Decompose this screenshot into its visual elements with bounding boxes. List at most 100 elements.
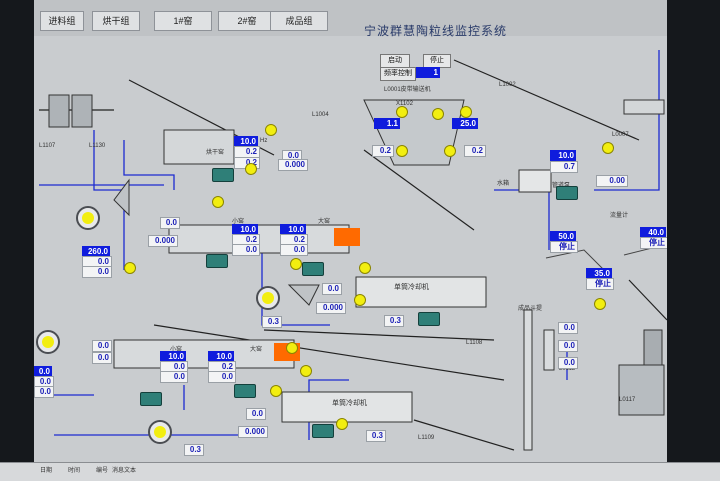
status-led	[460, 106, 472, 118]
fan-icon[interactable]	[76, 206, 100, 230]
product-amp-c: 0.0	[558, 357, 578, 369]
flow-value: 0.00	[596, 175, 628, 187]
kiln1-small-v2: 0.0	[232, 244, 260, 256]
product-a-status: 停止	[550, 241, 578, 253]
status-led	[124, 262, 136, 274]
fan-bottom-amp-2: 0.3	[184, 444, 204, 456]
kiln2-big-freq: 10.0	[208, 351, 234, 362]
status-led	[396, 145, 408, 157]
cooler2-label: 单筒冷却机	[332, 400, 367, 407]
status-led	[354, 294, 366, 306]
crusher-right-value: 25.0	[452, 118, 478, 129]
water-tank-label: 水箱	[497, 181, 510, 187]
motor	[234, 384, 256, 398]
fan-icon[interactable]	[36, 330, 60, 354]
kiln1-fan-top-pressure: 0.000	[148, 235, 178, 247]
product-c-status: 停止	[640, 237, 667, 249]
tab-kiln-2[interactable]: 2#窑	[218, 11, 276, 31]
status-led	[290, 258, 302, 270]
elevator-label: 成品斗提	[518, 306, 543, 312]
dryer-fan-pressure: 0.000	[278, 159, 308, 171]
tab-feed[interactable]: 进料组	[40, 11, 84, 31]
freq-control-value[interactable]: 1	[416, 67, 440, 78]
top-bar: 进料组 烘干组 1#窑 2#窑 成品组 宁波群慧陶粒线监控系统	[34, 0, 667, 38]
status-col-date: 日期	[40, 468, 53, 474]
start-button[interactable]: 启动	[380, 54, 410, 68]
cooler1-amp: 0.3	[384, 315, 404, 327]
flow-meter-label: 流量计	[610, 213, 629, 219]
feeder-label: L0001皮带输送机	[384, 87, 431, 93]
fan-icon[interactable]	[148, 420, 172, 444]
line-l1107: L1107	[39, 143, 56, 149]
status-led	[336, 418, 348, 430]
cooler1-v1: 0.0	[322, 283, 342, 295]
tab-dryer[interactable]: 烘干组	[92, 11, 140, 31]
status-led	[286, 342, 298, 354]
status-col-time: 时间	[68, 468, 81, 474]
crusher-right-amp: 0.2	[464, 145, 486, 157]
pump-amp: 0.7	[550, 161, 578, 173]
page-title: 宁波群慧陶粒线监控系统	[364, 24, 508, 38]
fan-bottom-amp-1: 0.3	[262, 316, 282, 328]
kiln1-fan-left-b: 0.0	[82, 266, 112, 278]
product-amp-b: 0.0	[558, 340, 578, 352]
motor	[206, 254, 228, 268]
product-b-value: 35.0	[586, 268, 612, 279]
product-amp-a: 0.0	[558, 322, 578, 334]
motor	[556, 186, 578, 200]
tab-kiln-1[interactable]: 1#窑	[154, 11, 212, 31]
line-l0117: L0117	[619, 397, 636, 403]
kiln2-small-freq: 10.0	[160, 351, 186, 362]
motor	[312, 424, 334, 438]
kiln1-small-label: 小窑	[232, 219, 245, 225]
hmi-screen: 进料组 烘干组 1#窑 2#窑 成品组 宁波群慧陶粒线监控系统	[34, 0, 667, 462]
line-l1130: L1130	[89, 143, 106, 149]
kiln2-small-v2: 0.0	[160, 371, 188, 383]
status-led	[594, 298, 606, 310]
kiln2-big-label: 大窑	[250, 347, 263, 353]
line-l1108: L1108	[466, 340, 483, 346]
status-led	[432, 108, 444, 120]
kiln1-fan-top: 0.0	[160, 217, 180, 229]
motor	[140, 392, 162, 406]
kiln2-fan-b: 0.0	[92, 352, 112, 364]
cooler2-v1: 0.0	[246, 408, 266, 420]
kiln2-fan-a: 0.0	[92, 340, 112, 352]
cooler2-v2: 0.000	[238, 426, 268, 438]
crusher-left-value: 1.1	[374, 118, 400, 129]
cooler2-amp: 0.3	[366, 430, 386, 442]
kiln2-big-v2: 0.0	[208, 371, 236, 383]
status-led	[300, 365, 312, 377]
line-l1109: L1109	[418, 435, 435, 441]
crusher-left-amp: 0.2	[372, 145, 394, 157]
message-status-bar: 日期 时间 编号 消息文本	[0, 462, 720, 481]
kiln1-big-freq: 10.0	[280, 224, 306, 235]
fan-icon[interactable]	[256, 286, 280, 310]
motor	[302, 262, 324, 276]
kiln1-big-v2: 0.0	[280, 244, 308, 256]
status-led	[359, 262, 371, 274]
motor	[418, 312, 440, 326]
cooler1-v2: 0.000	[316, 302, 346, 314]
line-x1102: X1102	[396, 101, 413, 107]
status-led	[396, 106, 408, 118]
kiln1-small-freq: 10.0	[232, 224, 258, 235]
status-led	[444, 145, 456, 157]
stop-button[interactable]: 停止	[423, 54, 451, 68]
kiln1-fan-left: 260.0	[82, 246, 110, 257]
status-led	[245, 163, 257, 175]
line-l1004: L1004	[312, 112, 329, 118]
status-led	[602, 142, 614, 154]
freq-control-label: 频率控制	[380, 67, 416, 81]
line-l1002: L1002	[499, 82, 516, 88]
line-l0112: L0112	[559, 366, 576, 372]
status-led	[212, 196, 224, 208]
status-col-message: 消息文本	[112, 468, 137, 474]
pump-freq: 10.0	[550, 150, 576, 161]
status-led	[270, 385, 282, 397]
tab-product[interactable]: 成品组	[270, 11, 328, 31]
cooler1-label: 单筒冷却机	[394, 284, 429, 291]
product-c-value: 40.0	[640, 227, 666, 238]
dryer-freq: 10.0	[234, 136, 258, 147]
product-a-value: 50.0	[550, 231, 576, 242]
